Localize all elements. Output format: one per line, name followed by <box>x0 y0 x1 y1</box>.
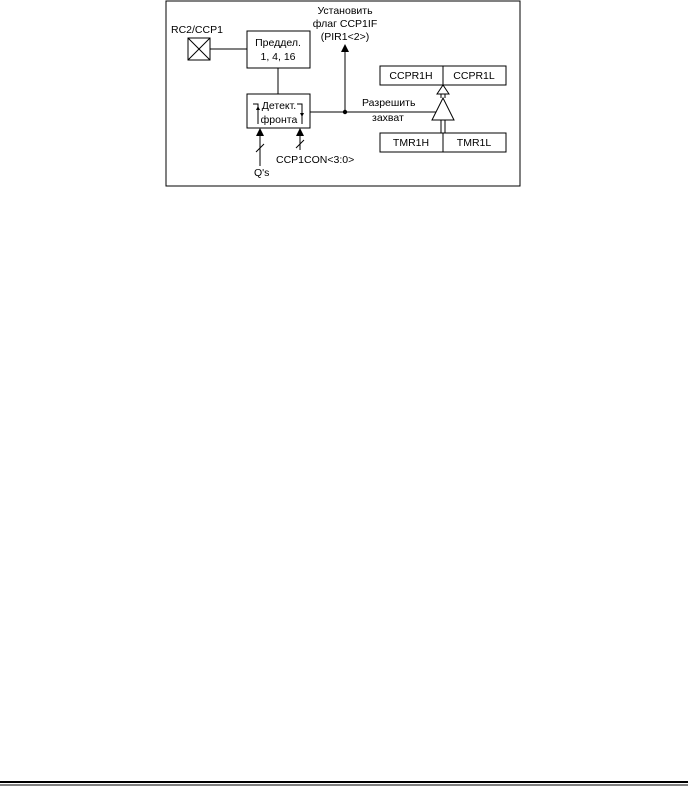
edge-detect-label-2: фронта <box>261 114 298 126</box>
ccp1con-label: CCP1CON<3:0> <box>276 154 354 166</box>
ccpr1h-label: CCPR1H <box>389 70 432 82</box>
ccp1con-bus-slash <box>295 139 305 149</box>
pin-label: RC2/CCP1 <box>171 24 223 36</box>
capture-buffer-triangle-icon <box>431 84 455 133</box>
pin-x-icon <box>187 37 211 61</box>
diagram-frame <box>165 0 521 187</box>
edge-detect-label-1: Детект. <box>262 100 296 112</box>
set-flag-label-3: (PIR1<2>) <box>321 31 369 43</box>
capture-enable-label-1: Разрешить <box>362 97 416 109</box>
edge-rising-falling-icon <box>253 103 304 124</box>
set-flag-label-2: флаг CCP1IF <box>313 18 377 30</box>
tmr1l-register <box>442 132 507 153</box>
set-flag-label-1: Установить <box>317 5 373 17</box>
ccpr1l-register <box>442 65 507 86</box>
prescaler-label-2: 1, 4, 16 <box>260 51 295 63</box>
ccpr1l-label: CCPR1L <box>453 70 495 82</box>
capture-enable-label-2: захват <box>372 112 404 124</box>
tmr1l-label: TMR1L <box>457 137 492 149</box>
prescaler-box <box>246 30 311 69</box>
qs-bus-slash <box>255 143 265 153</box>
prescaler-label-1: Преддел. <box>255 37 301 49</box>
tmr1h-label: TMR1H <box>393 137 429 149</box>
qs-label: Q's <box>254 167 269 179</box>
